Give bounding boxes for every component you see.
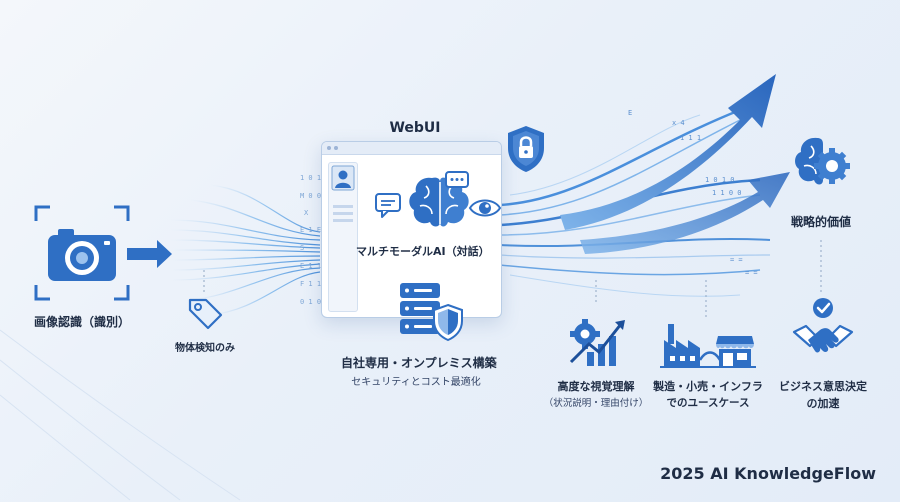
- svg-text:E 1 1: E 1 1: [300, 262, 321, 270]
- user-icon: [331, 165, 355, 191]
- strategic-value-label: 戦略的価値: [790, 215, 851, 229]
- server-icon: [400, 283, 463, 342]
- multimodal-icons: [375, 171, 502, 227]
- growth-arrow-upper: [560, 74, 776, 230]
- camera-icon: [34, 205, 130, 301]
- chat-bubble-icon: [445, 171, 469, 188]
- svg-text:1 1 1: 1 1 1: [680, 134, 701, 142]
- chat-bubble-icon: [375, 193, 401, 218]
- onprem-title: 自社専用・オンプレミス構築: [341, 356, 497, 370]
- window-titlebar: [322, 142, 501, 155]
- object-detection-label: 物体検知のみ: [175, 343, 235, 354]
- visual-understanding-subtitle: （状況説明・理由付け）: [543, 398, 649, 409]
- shield-lock-icon: [508, 126, 544, 172]
- tag-icon: [188, 298, 223, 330]
- multimodal-label: マルチモーダルAI（対話）: [356, 245, 490, 258]
- image-recognition-label: 画像認識（識別）: [33, 315, 130, 329]
- output-glyphs: x 4 1 1 1 1 0 1 0 1 1 0 0 = == = E: [628, 109, 758, 277]
- svg-text:E: E: [628, 109, 632, 117]
- handshake-icon: [792, 298, 854, 353]
- store-icon: [716, 336, 754, 366]
- svg-text:1 1 0 0: 1 1 0 0: [712, 189, 742, 197]
- svg-text:F 1 1: F 1 1: [300, 280, 321, 288]
- svg-text:1 0 1: 1 0 1: [300, 174, 321, 182]
- visual-understanding-title: 高度な視覚理解: [557, 380, 635, 393]
- svg-text:= =: = =: [745, 269, 758, 277]
- check-icon: [813, 298, 833, 318]
- factory-store-icon: [660, 324, 756, 368]
- eye-icon: [468, 199, 502, 217]
- svg-text:= =: = =: [730, 256, 743, 264]
- svg-text:M 0 0: M 0 0: [300, 192, 321, 200]
- svg-text:S: S: [300, 244, 304, 252]
- gear-chart-icon: [569, 319, 625, 366]
- svg-text:0 1 0: 0 1 0: [300, 298, 321, 306]
- input-data-stream: [169, 184, 321, 316]
- svg-text:X: X: [304, 209, 309, 217]
- brain-icon: [409, 177, 469, 227]
- onprem-subtitle: セキュリティとコスト最適化: [351, 377, 481, 388]
- svg-text:E 1 E: E 1 E: [300, 226, 321, 234]
- decision-subtitle: の加速: [806, 397, 840, 410]
- industry-title: 製造・小売・インフラ: [653, 380, 763, 393]
- webui-title: WebUI: [389, 120, 441, 136]
- shield-icon: [433, 303, 463, 342]
- decision-title: ビジネス意思決定: [779, 380, 867, 393]
- gear-icon: [570, 319, 600, 349]
- growth-arrow-lower: [580, 172, 790, 254]
- svg-text:x 4: x 4: [672, 119, 685, 127]
- svg-text:1 0 1 0: 1 0 1 0: [705, 176, 735, 184]
- industry-subtitle: でのユースケース: [666, 397, 750, 409]
- input-arrow: [127, 240, 172, 268]
- window-sidebar: [328, 162, 358, 312]
- brain-gear-icon: [795, 137, 850, 185]
- footer-brand: 2025 AI KnowledgeFlow: [660, 464, 876, 483]
- stream-glyphs: 1 0 1 M 0 0 X E 1 E S E 1 1 F 1 1 0 1 0: [300, 174, 321, 306]
